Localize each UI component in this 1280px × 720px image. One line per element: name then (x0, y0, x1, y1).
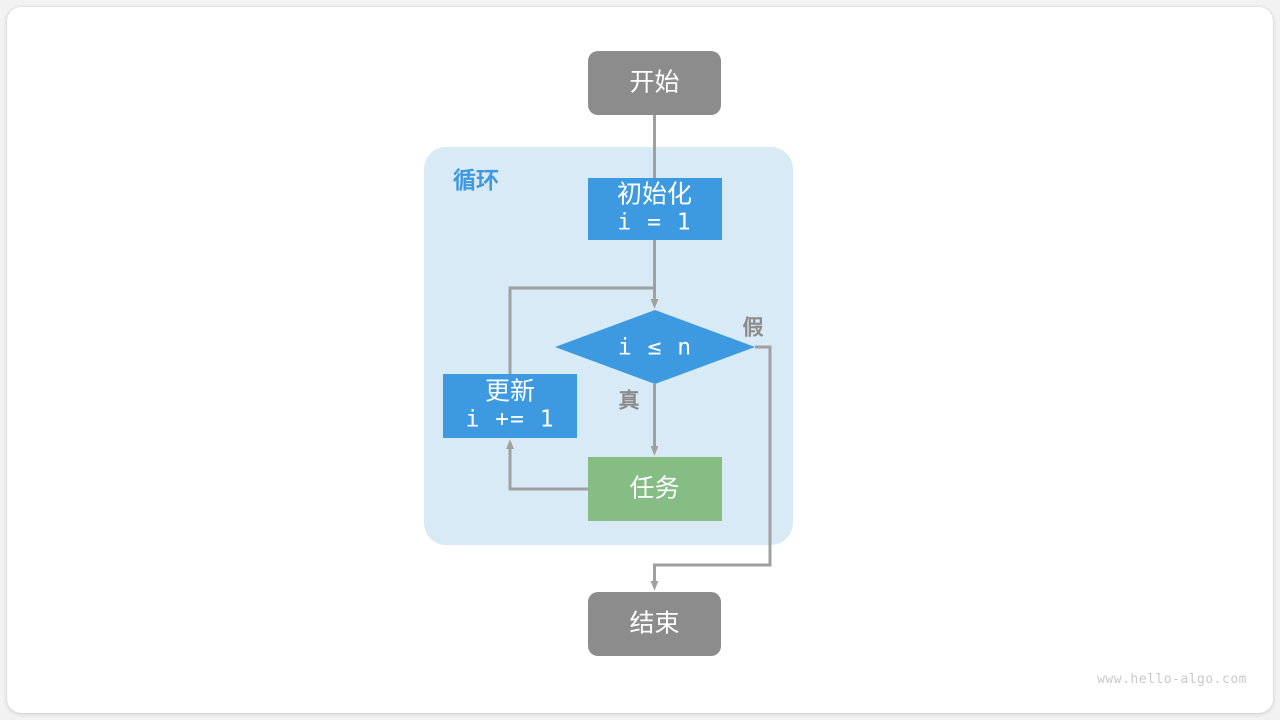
edge-label-false: 假 (743, 317, 764, 340)
node-start-label: 开始 (629, 69, 679, 97)
node-end-shape[interactable] (588, 592, 721, 656)
node-init-sublabel: i = 1 (617, 210, 691, 236)
node-init[interactable]: 初始化 i = 1 (588, 178, 722, 240)
edge-labels: 真 假 (619, 317, 764, 413)
node-end-label: 结束 (629, 610, 679, 638)
node-task-shape[interactable] (588, 457, 722, 521)
node-task[interactable]: 任务 (588, 457, 722, 521)
watermark: www.hello-algo.com (1097, 672, 1247, 687)
node-update[interactable]: 更新 i += 1 (443, 374, 577, 438)
node-task-label: 任务 (629, 475, 679, 503)
node-update-sublabel: i += 1 (465, 407, 554, 433)
node-start-shape[interactable] (588, 51, 721, 115)
node-init-shape[interactable] (588, 178, 722, 240)
node-init-label: 初始化 (617, 181, 692, 209)
loop-group-label: 循环 (453, 167, 499, 193)
edges (506, 115, 772, 591)
edge-label-true: 真 (619, 389, 640, 413)
node-start[interactable]: 开始 (588, 51, 721, 115)
node-end[interactable]: 结束 (588, 592, 721, 656)
edge-task-to-update (506, 439, 588, 491)
node-update-shape[interactable] (443, 374, 577, 438)
edge-condition-to-end (650, 345, 772, 591)
node-condition[interactable]: i ≤ n (555, 310, 755, 384)
node-condition-label: i ≤ n (618, 335, 692, 361)
node-update-label: 更新 (485, 378, 535, 406)
edge-update-to-condition (508, 286, 655, 374)
node-condition-shape[interactable] (555, 310, 755, 384)
